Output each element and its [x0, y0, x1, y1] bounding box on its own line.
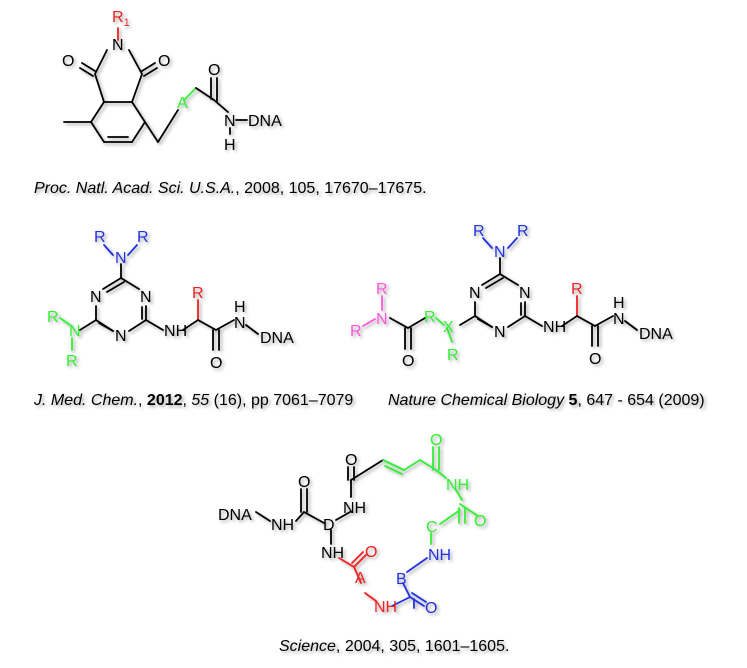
- atom-r: R: [376, 281, 388, 298]
- atom-r: R: [473, 223, 485, 240]
- atom-n: N: [140, 289, 152, 306]
- atom-c: C: [426, 519, 438, 536]
- atom-a: A: [355, 570, 366, 587]
- atom-nh: NH: [164, 323, 187, 340]
- atom-h: H: [234, 299, 246, 316]
- atom-n: N: [115, 328, 127, 345]
- atom-n: N: [376, 311, 388, 328]
- caption-jmc: J. Med. Chem., 2012, 55 (16), pp 7061–70…: [33, 392, 353, 409]
- atom-o: O: [62, 53, 74, 70]
- atom-d: D: [323, 517, 335, 534]
- atom-n: N: [613, 311, 625, 328]
- structure-ncb-triazine: R R N N N N X R R O N R R NH R O H N DNA: [350, 223, 673, 370]
- atom-b: B: [396, 571, 407, 588]
- atom-n: N: [112, 37, 124, 54]
- atom-o: O: [365, 544, 377, 561]
- atom-nh: NH: [428, 547, 451, 564]
- atom-h: H: [224, 137, 236, 154]
- atom-n: N: [234, 315, 246, 332]
- atom-n: N: [494, 324, 506, 341]
- atom-n: N: [69, 323, 81, 340]
- structure-jmc-triazine: R R N N N N R N R NH R O H N DNA: [47, 229, 294, 372]
- atom-o: O: [345, 452, 357, 469]
- caption-pnas: Proc. Natl. Acad. Sci. U.S.A., 2008, 105…: [34, 180, 427, 197]
- atom-o: O: [402, 353, 414, 370]
- atom-r: R: [517, 223, 529, 240]
- atom-o: O: [474, 513, 486, 530]
- caption-ncb: Nature Chemical Biology 5, 647 - 654 (20…: [388, 392, 705, 409]
- atom-h: H: [613, 295, 625, 312]
- atom-nh: NH: [343, 500, 366, 517]
- atom-x: X: [443, 319, 454, 336]
- atom-r: R: [424, 309, 436, 326]
- atom-o: O: [425, 600, 437, 617]
- atom-r1: R1: [112, 9, 130, 29]
- atom-nh: NH: [321, 545, 344, 562]
- atom-r: R: [447, 347, 459, 364]
- structure-science-macrocycle: DNA NH O D NH O O NH O C NH B O NH A O N…: [218, 432, 486, 617]
- atom-o: O: [210, 355, 222, 372]
- atom-o: O: [158, 53, 170, 70]
- atom-o: O: [589, 351, 601, 368]
- atom-n: N: [494, 244, 506, 261]
- atom-r: R: [571, 281, 583, 298]
- atom-nh: NH: [374, 599, 397, 616]
- atom-n: N: [469, 285, 481, 302]
- atom-a: A: [177, 95, 188, 112]
- atom-nh: NH: [543, 319, 566, 336]
- atom-n: N: [90, 289, 102, 306]
- atom-r: R: [192, 285, 204, 302]
- atom-o: O: [298, 474, 310, 491]
- atom-nh: NH: [446, 477, 469, 494]
- atom-n: N: [224, 113, 236, 130]
- atom-r: R: [94, 229, 106, 246]
- atom-r: R: [350, 323, 362, 340]
- dna-label: DNA: [639, 326, 673, 343]
- atom-n: N: [519, 285, 531, 302]
- atom-r: R: [137, 229, 149, 246]
- dna-label: DNA: [260, 330, 294, 347]
- structure-pnas-imide: N R1 O O A O N H DNA: [62, 9, 282, 154]
- atom-n: N: [115, 250, 127, 267]
- dna-label: DNA: [248, 113, 282, 130]
- caption-science: Science, 2004, 305, 1601–1605.: [279, 638, 509, 655]
- dna-label: DNA: [218, 507, 252, 524]
- atom-o: O: [430, 432, 442, 449]
- atom-r: R: [66, 353, 78, 370]
- atom-nh: NH: [271, 517, 294, 534]
- atom-r: R: [47, 309, 59, 326]
- atom-o: O: [208, 62, 220, 79]
